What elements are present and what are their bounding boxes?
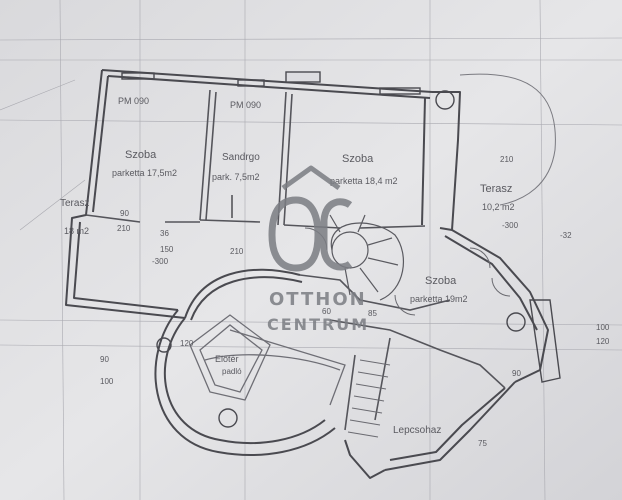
- inner-sketch: [189, 314, 346, 406]
- watermark-c-glyph: [320, 198, 353, 271]
- label-t13: 90: [512, 369, 521, 378]
- label-t5: 150: [160, 245, 174, 254]
- room-szoba3-area: parketta 19m2: [410, 294, 468, 304]
- label-t4: -300: [152, 257, 169, 266]
- label-t11: 120: [596, 337, 610, 346]
- watermark-line1: OTTHON: [269, 289, 367, 310]
- room-center-name: Előtér: [215, 354, 239, 364]
- label-t8: 85: [368, 309, 377, 318]
- room-terasz-left-area: 18 m2: [64, 226, 89, 236]
- label-t2: 210: [117, 224, 131, 233]
- label-t15: -32: [560, 231, 572, 240]
- room-terasz-right-name: Terasz: [480, 183, 512, 195]
- room-szoba2-area: parketta 18,4 m2: [330, 176, 398, 186]
- watermark-line2: CENTRUM: [267, 315, 369, 334]
- label-t10: 60: [322, 307, 331, 316]
- room-center-area: padló: [222, 367, 242, 376]
- room-terasz-right-area: 10,2 m2: [482, 202, 515, 212]
- label-pm2: PM 090: [230, 100, 261, 110]
- label-t3: 36: [160, 229, 169, 238]
- right-door-element: [156, 90, 561, 428]
- outer-walls: [65, 69, 549, 479]
- label-t16: 210: [230, 247, 244, 256]
- room-sandrgo-area: park. 7,5m2: [212, 172, 260, 182]
- spiral-staircase: [329, 214, 404, 301]
- room-sandrgo-name: Sandrgo: [222, 152, 260, 163]
- watermark-o-glyph: [268, 196, 322, 272]
- label-t14: 100: [100, 377, 114, 386]
- windows: [121, 71, 421, 95]
- label-t7: -300: [502, 221, 519, 230]
- watermark-logo: OTTHON CENTRUM: [267, 165, 369, 334]
- label-t9: 90: [100, 355, 109, 364]
- upper-right-curve: [459, 73, 556, 206]
- room-szoba2-name: Szoba: [342, 153, 374, 165]
- label-t17: 120: [180, 339, 194, 348]
- watermark-roof-icon: [281, 165, 341, 191]
- room-szoba1-name: Szoba: [125, 149, 157, 161]
- label-pm1: PM 090: [118, 96, 149, 106]
- label-t18: 75: [478, 439, 487, 448]
- stair-run: [347, 359, 391, 438]
- room-terasz-left-name: Terasz: [60, 198, 89, 209]
- room-szoba1-area: parketta 17,5m2: [112, 168, 177, 178]
- room-lepcsohaz-name: Lepcsohaz: [393, 425, 441, 436]
- room-szoba3-name: Szoba: [425, 275, 457, 287]
- interior-walls: [85, 89, 506, 431]
- label-t12: 100: [596, 323, 610, 332]
- label-t1: 90: [120, 209, 129, 218]
- label-t6: 210: [500, 155, 514, 164]
